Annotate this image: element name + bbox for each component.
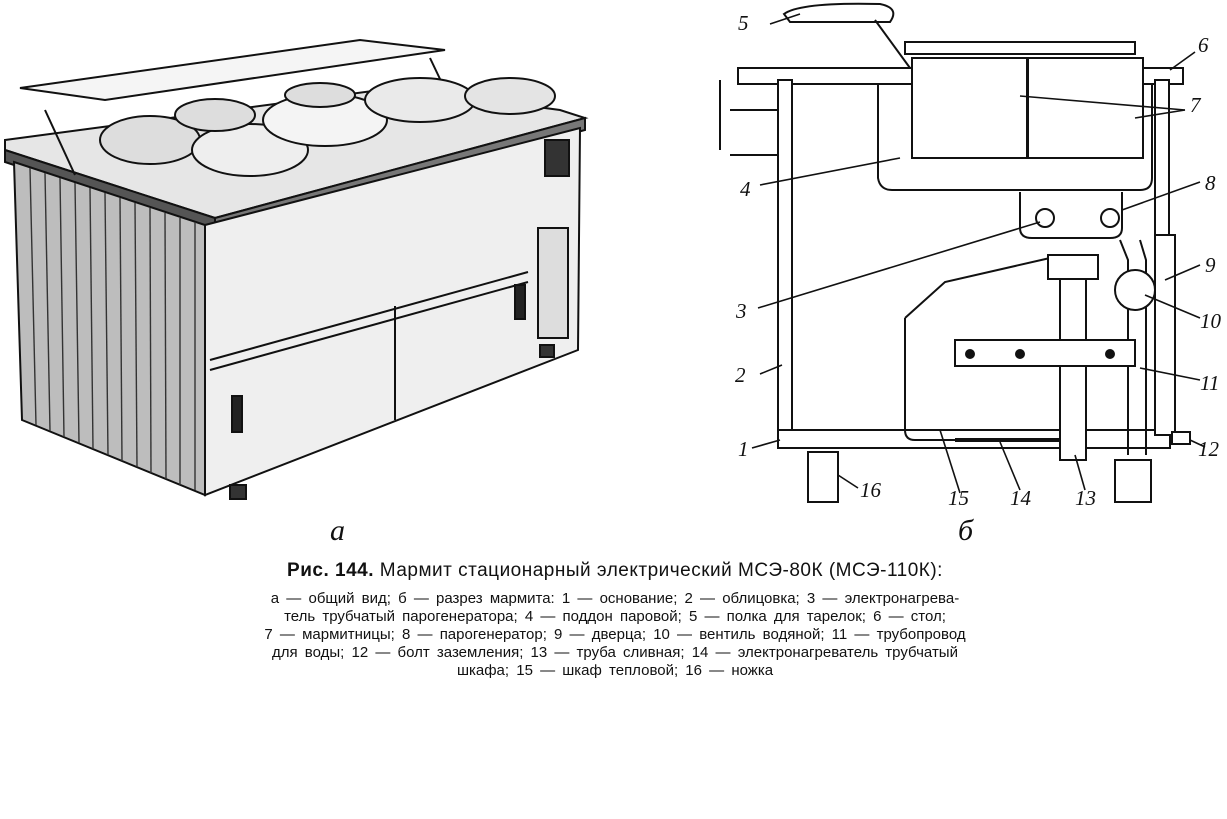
callout-12: 12: [1198, 437, 1220, 461]
caption-prefix: Рис. 144.: [287, 560, 375, 581]
caption-title-line: Рис. 144. Мармит стационарный электричес…: [150, 560, 1080, 582]
section-view-drawing: [719, 2, 1191, 503]
callout-6: 6: [1198, 33, 1209, 57]
caption-line: а — общий вид; б — разрез мармита: 1 — о…: [270, 590, 960, 607]
panel-label-a: а: [330, 514, 345, 547]
leader-lines: [751, 13, 1206, 494]
callout-8: 8: [1205, 171, 1216, 195]
general-view-drawing: [4, 38, 589, 500]
callout-2: 2: [735, 363, 746, 387]
caption-line: тель трубчатый парогенератора; 4 — поддо…: [284, 608, 946, 625]
callout-4: 4: [740, 177, 751, 201]
callout-14: 14: [1010, 486, 1032, 510]
caption-line: шкафа; 15 — шкаф тепловой; 16 — ножка: [456, 662, 774, 679]
callout-3: 3: [735, 299, 747, 323]
callout-11: 11: [1200, 371, 1219, 395]
callout-9: 9: [1205, 253, 1216, 277]
callout-15: 15: [948, 486, 969, 510]
callout-1: 1: [738, 437, 749, 461]
caption-line: для воды; 12 — болт заземления; 13 — тру…: [272, 644, 958, 661]
caption-title: Мармит стационарный электрический МСЭ-80…: [379, 560, 943, 581]
callout-10: 10: [1200, 309, 1222, 333]
callout-5: 5: [738, 11, 749, 35]
caption-line: 7 — мармитницы; 8 — парогенератор; 9 — д…: [264, 626, 966, 643]
caption-legend: а — общий вид; б — разрез мармита: 1 — о…: [150, 590, 1080, 680]
callout-7: 7: [1190, 93, 1202, 117]
callout-16: 16: [860, 478, 882, 502]
figure-drawings: 5 6 7 4 8 3 9 10 2 11 1 12 16 15 14 13 а…: [4, 2, 1222, 547]
panel-label-b: б: [958, 514, 974, 547]
figure-caption: Рис. 144. Мармит стационарный электричес…: [150, 560, 1080, 680]
callout-13: 13: [1075, 486, 1096, 510]
